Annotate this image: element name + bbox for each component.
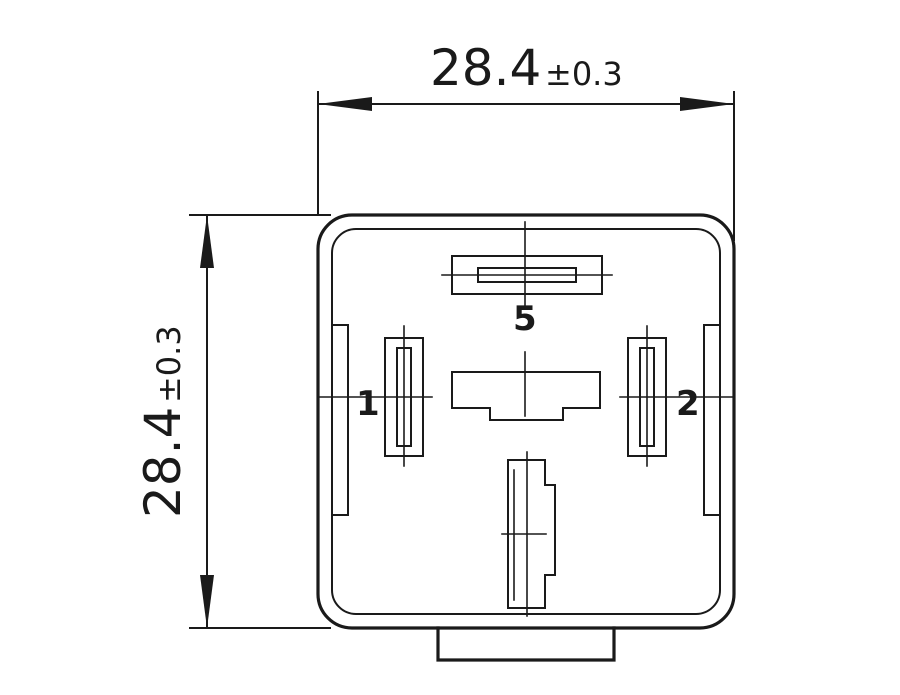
height-dimension: 28.4 ±0.3 (134, 214, 331, 629)
terminal-center-outline (451, 371, 601, 421)
pin-5-label: 5 (513, 299, 537, 339)
housing-inner (331, 228, 721, 615)
height-arrow-top (200, 215, 214, 268)
width-arrow-left (318, 97, 372, 111)
terminal-5: 5 (441, 221, 613, 339)
terminal-bottom-outline (507, 459, 556, 609)
relay-housing (316, 213, 736, 662)
pin-2-label: 2 (676, 384, 700, 424)
pin-1-label: 1 (356, 384, 380, 424)
terminal-bottom (501, 451, 556, 617)
width-arrow-right (680, 97, 734, 111)
rib-left (331, 324, 349, 516)
housing-bottom-tab (436, 626, 616, 662)
height-arrow-bottom (200, 575, 214, 628)
rib-right (703, 324, 721, 516)
terminal-2: 2 (619, 325, 735, 467)
height-value: 28.4 (134, 407, 192, 518)
housing-outer (316, 213, 736, 630)
width-tolerance: ±0.3 (545, 55, 623, 93)
height-tolerance: ±0.3 (150, 325, 188, 403)
terminal-center (451, 351, 601, 421)
terminal-1: 1 (317, 325, 433, 467)
width-dimension: 28.4 ±0.3 (317, 39, 735, 241)
width-value: 28.4 (430, 39, 541, 97)
